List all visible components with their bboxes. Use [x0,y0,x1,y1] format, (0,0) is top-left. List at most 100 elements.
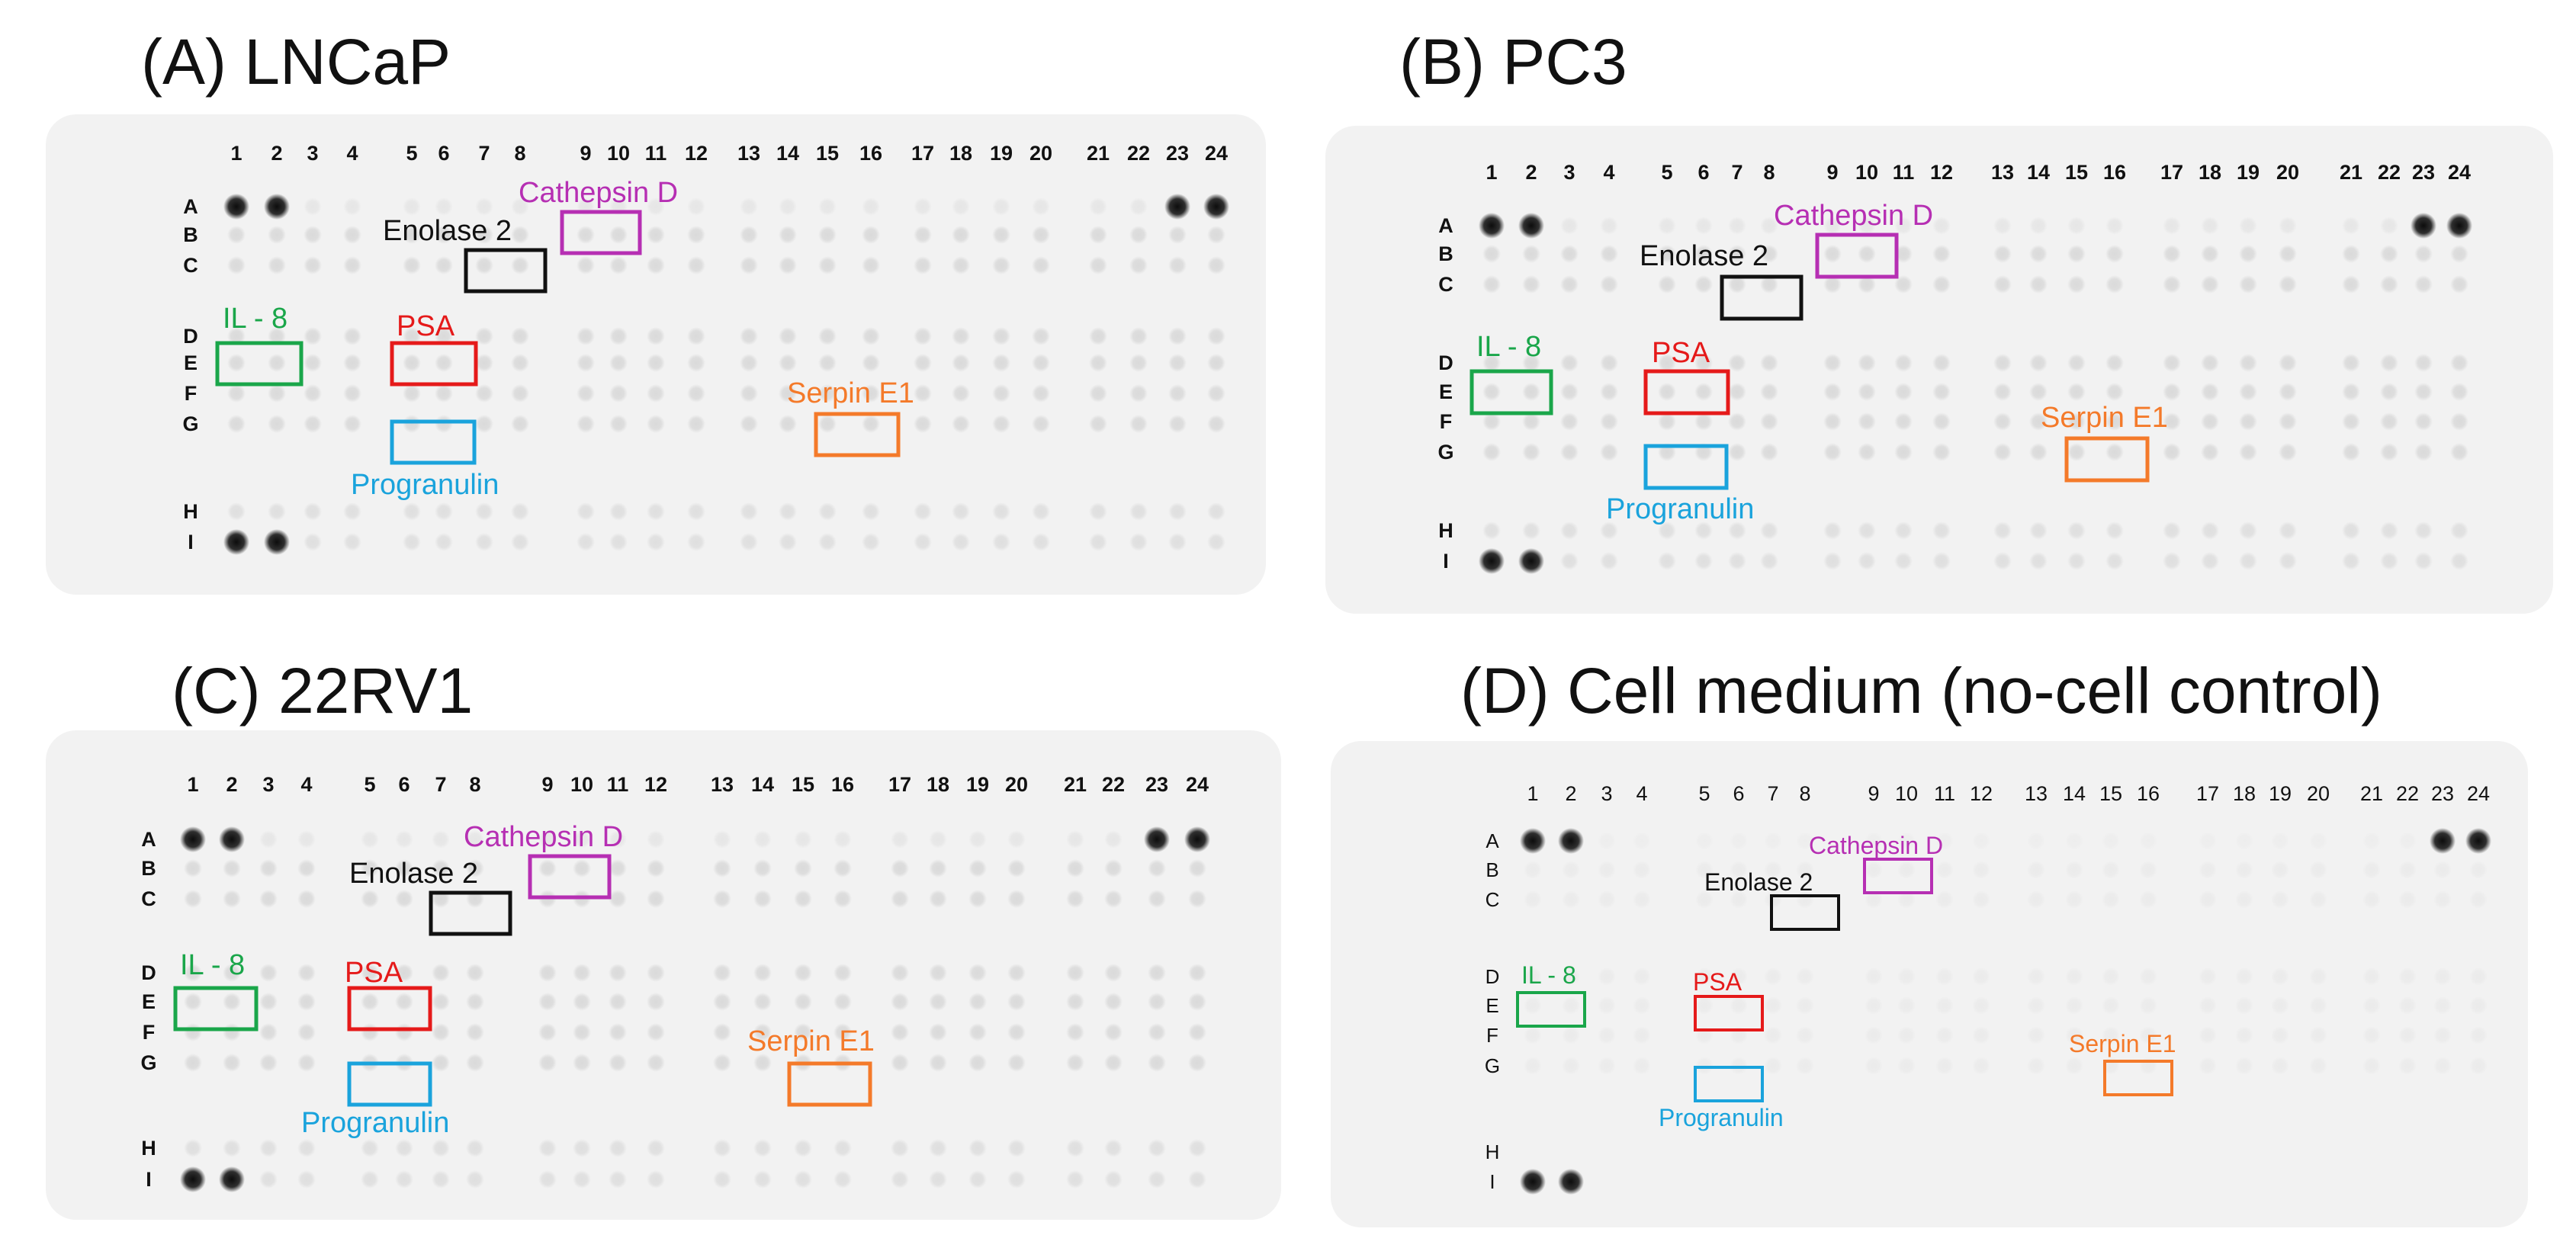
array-spot [1066,1170,1084,1189]
array-spot [1728,275,1746,294]
array-spot [1993,245,2012,263]
array-spot [573,830,591,849]
array-spot [687,226,705,244]
array-spot [435,256,453,274]
array-spot [403,354,421,372]
array-spot [297,1023,316,1041]
row-label: G [1437,441,1453,464]
array-spot [1728,354,1746,372]
array-spot [1600,412,1618,431]
array-spot [1932,383,1951,401]
array-spot [713,1139,731,1157]
array-spot [1694,217,1713,235]
column-label: 9 [541,773,553,796]
array-spot [395,1170,413,1189]
array-spot [687,197,705,216]
array-spot [891,1023,909,1041]
array-spot [2139,832,2157,850]
array-spot [1658,412,1676,431]
row-label: E [1439,380,1453,403]
panel-a: (A) LNCaP 1 2 3 4 5 6 7 8 9 10 11 12 13 … [46,26,1266,595]
array-spot [184,1023,202,1041]
array-spot [577,384,595,403]
array-spot [511,327,529,345]
array-spot [180,826,206,852]
array-spot [779,533,797,551]
array-spot [2105,217,2124,235]
array-spot [914,354,932,372]
array-spot [779,197,797,216]
array-spot [538,964,557,982]
array-spot [891,1139,909,1157]
column-header-row: 1 2 3 4 5 6 7 8 9 10 11 12 13 14 15 16 1… [1527,782,2490,805]
array-spot [361,1023,379,1041]
array-spot [914,533,932,551]
array-spot [403,415,421,433]
array-spot [647,502,665,521]
array-spot [2163,275,2181,294]
array-spot [1188,964,1206,982]
array-spot [268,415,286,433]
array-spot [862,354,880,372]
array-spot [511,502,529,521]
array-spot [538,993,557,1011]
array-spot [1993,521,2012,540]
array-spot [2342,217,2360,235]
column-label: 7 [1767,782,1778,805]
il-8-label: IL - 8 [1521,961,1576,989]
column-label: 1 [1527,782,1538,805]
array-spot [891,859,909,877]
array-spot [779,502,797,521]
array-spot [609,890,627,908]
array-spot [1633,861,1651,879]
array-spot [2380,354,2398,372]
array-spot [687,415,705,433]
array-spot [1089,384,1107,403]
array-spot [1207,256,1225,274]
array-spot [1823,443,1842,461]
array-spot [2469,1026,2488,1044]
row-label: C [1438,273,1453,296]
array-spot [343,533,361,551]
array-spot [1760,245,1778,263]
array-spot [1972,1057,1990,1075]
array-spot [1129,354,1148,372]
column-label: 14 [776,142,799,165]
array-spot [361,830,379,849]
array-spot [609,226,628,244]
array-spot [1993,552,2012,570]
cathepsin-d-label: Cathepsin D [1774,200,1933,232]
array-spot [361,890,379,908]
array-spot [1558,1169,1584,1195]
column-label: 18 [2233,782,2256,805]
column-label: 6 [1733,782,1744,805]
array-spot [2469,861,2488,879]
array-spot [2139,1057,2157,1075]
array-spot [1007,890,1026,908]
array-spot [891,830,909,849]
array-spot [511,384,529,403]
array-spot [395,1023,413,1041]
column-label: 12 [644,773,667,796]
array-spot [2201,217,2219,235]
array-spot [2446,213,2472,239]
row-label-column: A B C D E F G H I [182,195,198,553]
array-spot [2279,245,2297,263]
array-spot [2271,861,2289,879]
array-spot [929,993,947,1011]
array-spot [609,415,628,433]
array-spot [2029,275,2048,294]
array-spot [1089,415,1107,433]
array-spot [2309,1057,2327,1075]
enolase-2-label: Enolase 2 [1640,240,1768,272]
row-label: F [143,1021,156,1044]
array-spot [968,964,987,982]
array-spot [1858,412,1876,431]
array-spot [2239,275,2257,294]
array-spot [1168,533,1187,551]
row-label: A [183,195,198,218]
array-spot [713,859,731,877]
array-spot [794,890,812,908]
array-spot [475,533,493,551]
row-label: A [1438,214,1453,237]
